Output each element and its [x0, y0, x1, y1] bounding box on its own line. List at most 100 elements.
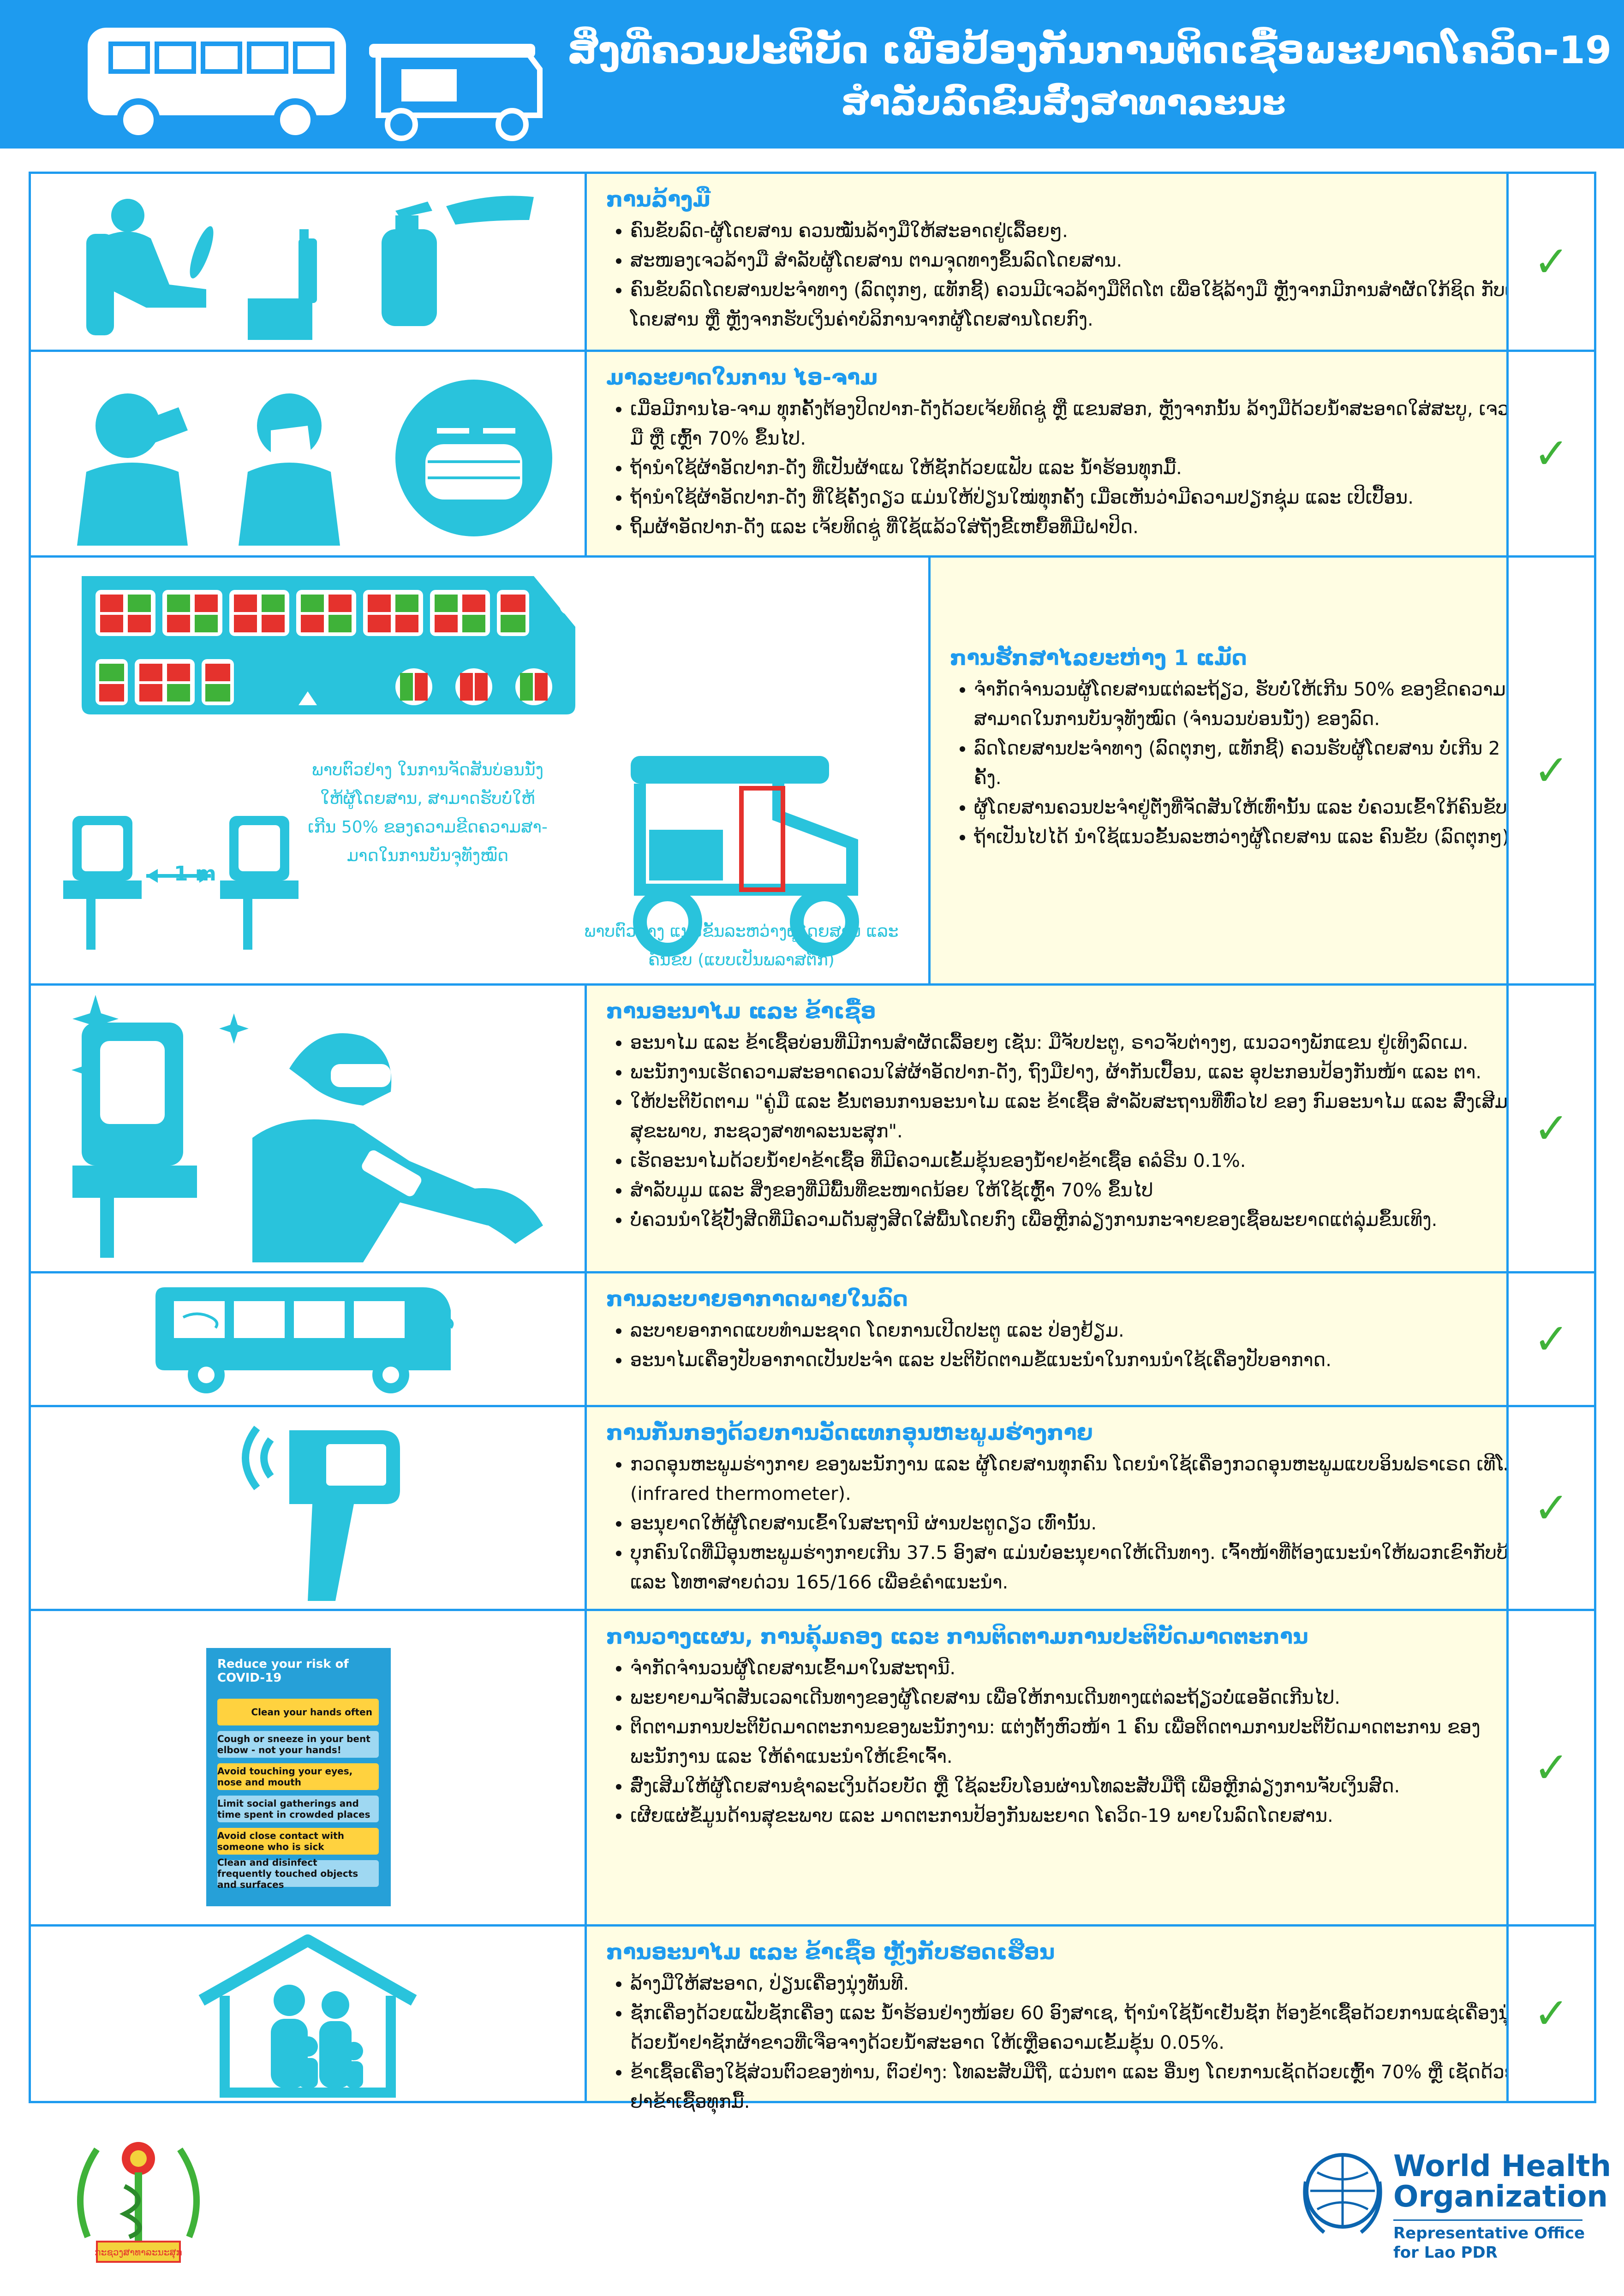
- check-cell: ✓: [1506, 986, 1594, 1271]
- check-cell: ✓: [1506, 1927, 1594, 2101]
- list-item: ພະນັກງານເຮັດຄວາມສະອາດຄວນໃສ່ຜ້າອັດປາກ-ດັງ…: [630, 1058, 1549, 1087]
- poster-item: Avoid close contact with someone who is …: [217, 1828, 379, 1855]
- row-planning: Reduce your risk of COVID-19 Clean your …: [31, 1611, 1594, 1927]
- row-cleaning: ການອະນາໄມ ແລະ ຂ້າເຊື້ອ ອະນາໄມ ແລະ ຂ້າເຊື…: [31, 986, 1594, 1273]
- check-cell: ✓: [1506, 1273, 1594, 1405]
- handwashing-text: ການລ້າງມື ຄົນຂັບລົດ-ຜູ້ໂດຍສານ ຄວນໝັ່ນລ້າ…: [585, 174, 1567, 350]
- list-item: ສົ່ງເສີມໃຫ້ຜູ້ໂດຍສານຊໍາລະເງິນດ້ວຍບັດ ຫຼື…: [630, 1772, 1549, 1801]
- bus-and-tuktuk-icon: [88, 28, 543, 142]
- section-title: ການອະນາໄມ ແລະ ຂ້າເຊື້ອ ຫຼັງກັບຮອດເຮືອນ: [606, 1939, 1055, 1964]
- home-illustration: [31, 1927, 585, 2101]
- cleaning-illustration: [31, 986, 585, 1271]
- check-cell: ✓: [1506, 558, 1594, 983]
- cleaner-seat-icon: [72, 995, 543, 1262]
- section-title: ການລ້າງມື: [606, 187, 711, 212]
- list-item: ເຜີຍແຜ່ຂໍ້ມູນດ້ານສຸຂະພາບ ແລະ ມາດຕະການປ້ອ…: [630, 1801, 1549, 1831]
- poster-item: Limit social gatherings and time spent i…: [217, 1796, 379, 1822]
- list-item: ກວດອຸນຫະພູມຮ່າງກາຍ ຂອງພະນັກງານ ແລະ ຜູ້ໂດ…: [630, 1450, 1549, 1509]
- page-title: ສິ່ງທີ່ຄວນປະຕິບັດ ເພື່ອປ້ອງກັນການຕິດເຊື້…: [567, 29, 1612, 72]
- cleaning-text: ການອະນາໄມ ແລະ ຂ້າເຊື້ອ ອະນາໄມ ແລະ ຂ້າເຊື…: [585, 986, 1567, 1271]
- cough-illustration: [31, 352, 585, 555]
- list-item: ອະນາໄມ ແລະ ຂ້າເຊື້ອບ່ອນທີ່ມີການສໍາຜັດເລື…: [630, 1028, 1549, 1058]
- guidelines-table: ການລ້າງມື ຄົນຂັບລົດ-ຜູ້ໂດຍສານ ຄວນໝັ່ນລ້າ…: [29, 172, 1596, 2112]
- ventilated-bus-icon: [155, 1287, 454, 1393]
- poster-item: Clean your hands often: [217, 1699, 379, 1725]
- list-item: ຈໍາກັດຈໍານວນຜູ້ໂດຍສານແຕ່ລະຖ້ຽວ, ຮັບບໍ່ໃຫ…: [974, 675, 1549, 734]
- who-office: for Lao PDR: [1393, 2243, 1498, 2262]
- list-item: ຖ້າເປັນໄປໄດ້ ນໍາໃຊ້ແນວຂັ້ນລະຫວ່າງຜູ້ໂດຍສ…: [974, 822, 1549, 852]
- ventilation-text: ການລະບາຍອາກາດພາຍໃນລົດ ລະບາຍອາກາດແບບທໍາມະ…: [585, 1273, 1567, 1405]
- list-item: ສະໜອງເຈວລ້າງມື ສໍາລັບຜູ້ໂດຍສານ ຕາມຈຸດທາງ…: [630, 246, 1549, 275]
- section-title: ການລະບາຍອາກາດພາຍໃນລົດ: [606, 1286, 908, 1311]
- ministry-of-health-seal: ກະຊວງສາທາລະນະສຸກ: [77, 2142, 200, 2263]
- who-office: Representative Office: [1393, 2224, 1585, 2242]
- ventilation-illustration: [31, 1273, 585, 1405]
- row-distancing: 1 m ພາບຕົວຢ່າງ ໃນການຈັດສັນບ່ອນນັ່ງໃຫ້ຜູ້…: [31, 558, 1594, 986]
- who-logo: World Health Organization Representative…: [1296, 2140, 1611, 2269]
- who-name: World Health: [1393, 2149, 1612, 2183]
- list-item: ຄົນຂັບລົດ-ຜູ້ໂດຍສານ ຄວນໝັ່ນລ້າງມືໃຫ້ສະອາ…: [630, 216, 1549, 246]
- seal-text: ກະຊວງສາທາລະນະສຸກ: [95, 2247, 182, 2259]
- list-item: ລ້າງມືໃຫ້ສະອາດ, ປ່ຽນເຄື່ອງນຸ່ງທັນທີ.: [630, 1969, 1549, 1999]
- poster-item: Cough or sneeze in your bent elbow - not…: [217, 1731, 379, 1758]
- family-home-icon: [198, 1934, 417, 2098]
- check-cell: ✓: [1506, 174, 1594, 350]
- list-item: ບຸກຄົນໃດທີ່ມີອຸນຫະພູມຮ່າງກາຍເກີນ 37.5 ອົ…: [630, 1538, 1549, 1597]
- row-ventilation: ການລະບາຍອາກາດພາຍໃນລົດ ລະບາຍອາກາດແບບທໍາມະ…: [31, 1273, 1594, 1407]
- section-title: ການຮັກສາໄລຍະຫ່າງ 1 ແມັດ: [950, 645, 1247, 670]
- list-item: ລົດໂດຍສານປະຈໍາທາງ (ລົດຕຸກໆ, ແທັກຊີ້) ຄວນ…: [974, 734, 1549, 793]
- list-item: ຖ້ານໍາໃຊ້ຜ້າອັດປາກ-ດັງ ທີ່ເປັນຜ້າແພ ໃຫ້ຊ…: [630, 453, 1549, 483]
- section-title: ການກັ່ນກອງດ້ວຍການວັດແທກອຸນຫະພູມຮ່າງກາຍ: [606, 1420, 1093, 1445]
- temperature-illustration: [31, 1407, 585, 1609]
- who-divider: [1393, 2219, 1582, 2221]
- list-item: ສໍາລັບມູມ ແລະ ສິ່ງຂອງທີ່ມີພື້ນທີ່ຂະໜາດນ້…: [630, 1176, 1549, 1205]
- tuktuk-caption: ພາບຕົວຢ່າງ ແນວຂັ້ນລະຫວ່າງຜູ້ໂດຍສານ ແລະ ຄ…: [584, 922, 899, 970]
- who-emblem-icon: [1303, 2153, 1382, 2234]
- handwashing-illustration: [31, 174, 585, 350]
- list-item: ຊັກເຄື່ອງດ້ວຍແຟັບຊັກເຄື່ອງ ແລະ ນໍ້າຮ້ອນຢ…: [630, 1999, 1549, 2058]
- list-item: ຂ້າເຊື້ອເຄື່ອງໃຊ້ສ່ວນຕົວຂອງທ່ານ, ຕົວຢ່າງ…: [630, 2058, 1549, 2117]
- list-item: ອະນຸຍາດໃຫ້ຜູ້ໂດຍສານເຂົ້າໃນສະຖານີ ຜ່ານປະຕ…: [630, 1509, 1549, 1538]
- bus-seating-icon: [63, 576, 859, 957]
- list-item: ເມື່ອມີການໄອ-ຈາມ ທຸກຄັ້ງຕ້ອງປິດປາກ-ດັງດ້…: [630, 394, 1549, 453]
- list-item: ຄົນຂັບລົດໂດຍສານປະຈໍາທາງ (ລົດຕຸກໆ, ແທັກຊີ…: [630, 275, 1549, 334]
- list-item: ບໍ່ຄວນນໍາໃຊ້ປັ້ງສີດທີ່ມີຄວາມດັນສູງສີດໃສ່…: [630, 1205, 1549, 1235]
- who-poster: Reduce your risk of COVID-19 Clean your …: [206, 1648, 391, 1906]
- cough-sneeze-mask-icon: [77, 380, 552, 546]
- thermometer-icon: [242, 1426, 400, 1601]
- check-cell: ✓: [1506, 1407, 1594, 1609]
- check-icon: ✓: [1533, 1103, 1570, 1153]
- distance-label: 1 m: [174, 862, 216, 886]
- list-item: ລະບາຍອາກາດແບບທໍາມະຊາດ ໂດຍການເປີດປະຕູ ແລະ…: [630, 1316, 1549, 1345]
- distancing-illustration: 1 m ພາບຕົວຢ່າງ ໃນການຈັດສັນບ່ອນນັ່ງໃຫ້ຜູ້…: [31, 558, 928, 983]
- list-item: ເຮັດອະນາໄມດ້ວຍນໍ້າຢາຂ້າເຊື້ອ ທີ່ມີຄວາມເຂ…: [630, 1146, 1549, 1176]
- list-item: ຖ້ານໍາໃຊ້ຜ້າອັດປາກ-ດັງ ທີ່ໃຊ້ຄັ້ງດຽວ ແມ່…: [630, 483, 1549, 512]
- check-icon: ✓: [1533, 1314, 1570, 1364]
- list-item: ຈໍາກັດຈໍານວນຜູ້ໂດຍສານເຂົ້າມາໃນສະຖານີ.: [630, 1654, 1549, 1683]
- poster-title: Reduce your risk of COVID-19: [217, 1657, 349, 1685]
- row-home-cleaning: ການອະນາໄມ ແລະ ຂ້າເຊື້ອ ຫຼັງກັບຮອດເຮືອນ ລ…: [31, 1927, 1594, 2112]
- row-cough-etiquette: ມາລະຍາດໃນການ ໄອ-ຈາມ ເມື່ອມີການໄອ-ຈາມ ທຸກ…: [31, 352, 1594, 558]
- temperature-text: ການກັ່ນກອງດ້ວຍການວັດແທກອຸນຫະພູມຮ່າງກາຍ ກ…: [585, 1407, 1567, 1609]
- check-cell: ✓: [1506, 1611, 1594, 1924]
- check-cell: ✓: [1506, 352, 1594, 555]
- section-title: ການວາງແຜນ, ການຄຸ້ມຄອງ ແລະ ການຕິດຕາມການປະ…: [606, 1624, 1308, 1649]
- check-icon: ✓: [1533, 1743, 1570, 1792]
- section-title: ການອະນາໄມ ແລະ ຂ້າເຊື້ອ: [606, 999, 876, 1023]
- list-item: ຕິດຕາມການປະຕິບັດມາດຕະການຂອງພະນັກງານ: ແຕ່…: [630, 1713, 1549, 1772]
- list-item: ຜູ້ໂດຍສານຄວນປະຈໍາຢູ່ຕັ່ງທີ່ຈັດສັນໃຫ້ເທົ່…: [974, 793, 1549, 822]
- cough-text: ມາລະຍາດໃນການ ໄອ-ຈາມ ເມື່ອມີການໄອ-ຈາມ ທຸກ…: [585, 352, 1567, 555]
- poster-item: Avoid touching your eyes, nose and mouth: [217, 1763, 379, 1790]
- section-title: ມາລະຍາດໃນການ ໄອ-ຈາມ: [606, 365, 878, 390]
- distancing-text: ການຮັກສາໄລຍະຫ່າງ 1 ແມັດ ຈໍາກັດຈໍານວນຜູ້ໂ…: [928, 558, 1567, 983]
- header-banner: ສິ່ງທີ່ຄວນປະຕິບັດ ເພື່ອປ້ອງກັນການຕິດເຊື້…: [0, 0, 1624, 149]
- list-item: ຖິ້ມຜ້າອັດປາກ-ດັງ ແລະ ເຈ້ຍທິດຊູ່ ທີ່ໃຊ້ແ…: [630, 512, 1549, 542]
- row-handwashing: ການລ້າງມື ຄົນຂັບລົດ-ຜູ້ໂດຍສານ ຄວນໝັ່ນລ້າ…: [31, 174, 1594, 352]
- driver-sanitizer-icon: [86, 196, 534, 340]
- seating-caption: ພາບຕົວຢ່າງ ໃນການຈັດສັນບ່ອນນັ່ງໃຫ້ຜູ້ໂດຍສ…: [308, 761, 548, 865]
- list-item: ໃຫ້ປະຕິບັດຕາມ "ຄູ່ມື ແລະ ຂັ້ນຕອນການອະນາໄ…: [630, 1087, 1549, 1146]
- check-icon: ✓: [1533, 745, 1570, 795]
- check-icon: ✓: [1533, 428, 1570, 478]
- poster-item: Clean and disinfect frequently touched o…: [217, 1857, 379, 1890]
- list-item: ອະນາໄມເຄື່ອງປັບອາກາດເປັນປະຈໍາ ແລະ ປະຕິບັ…: [630, 1345, 1549, 1375]
